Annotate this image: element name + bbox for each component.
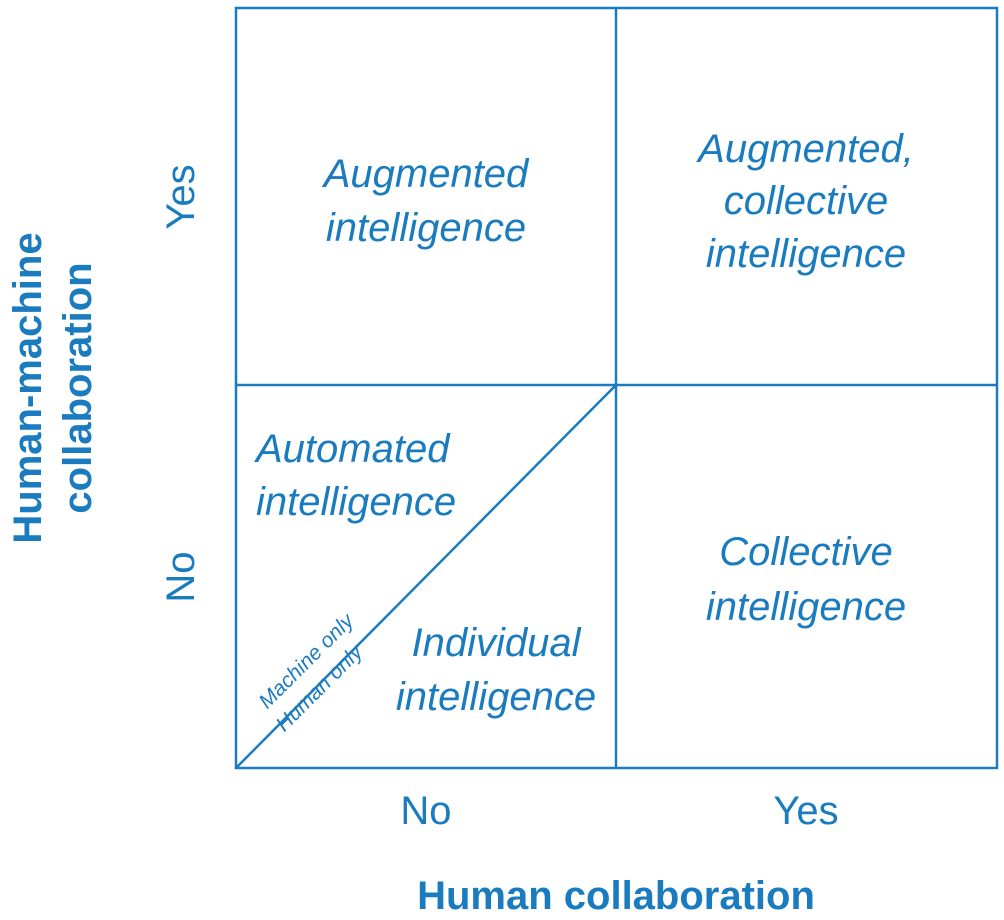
cell-collective-intelligence-line1: Collective bbox=[719, 530, 892, 574]
cell-automated-intelligence-line2: intelligence bbox=[256, 480, 456, 524]
y-axis-title-line1: Human-machine bbox=[6, 232, 50, 543]
cell-individual-intelligence-line2: intelligence bbox=[396, 675, 596, 719]
cell-automated-intelligence-line1: Automated bbox=[254, 427, 451, 471]
x-tick-no: No bbox=[400, 789, 451, 833]
cell-augmented-collective-line3: intelligence bbox=[706, 232, 906, 276]
x-tick-yes: Yes bbox=[773, 789, 838, 833]
x-axis-title: Human collaboration bbox=[417, 874, 815, 918]
y-axis-title-line2: collaboration bbox=[56, 262, 100, 513]
cell-augmented-collective-line2: collective bbox=[724, 179, 889, 223]
cell-augmented-collective-line1: Augmented, bbox=[696, 127, 914, 171]
cell-individual-intelligence-line1: Individual bbox=[411, 621, 581, 665]
diagonal-divider bbox=[235, 384, 617, 769]
cell-augmented-intelligence-line2: intelligence bbox=[326, 206, 526, 250]
y-tick-no: No bbox=[159, 551, 203, 602]
matrix-grid bbox=[234, 6, 999, 770]
cell-augmented-intelligence-line1: Augmented bbox=[322, 152, 530, 196]
cell-collective-intelligence-line2: intelligence bbox=[706, 585, 906, 629]
y-tick-yes: Yes bbox=[159, 164, 203, 229]
